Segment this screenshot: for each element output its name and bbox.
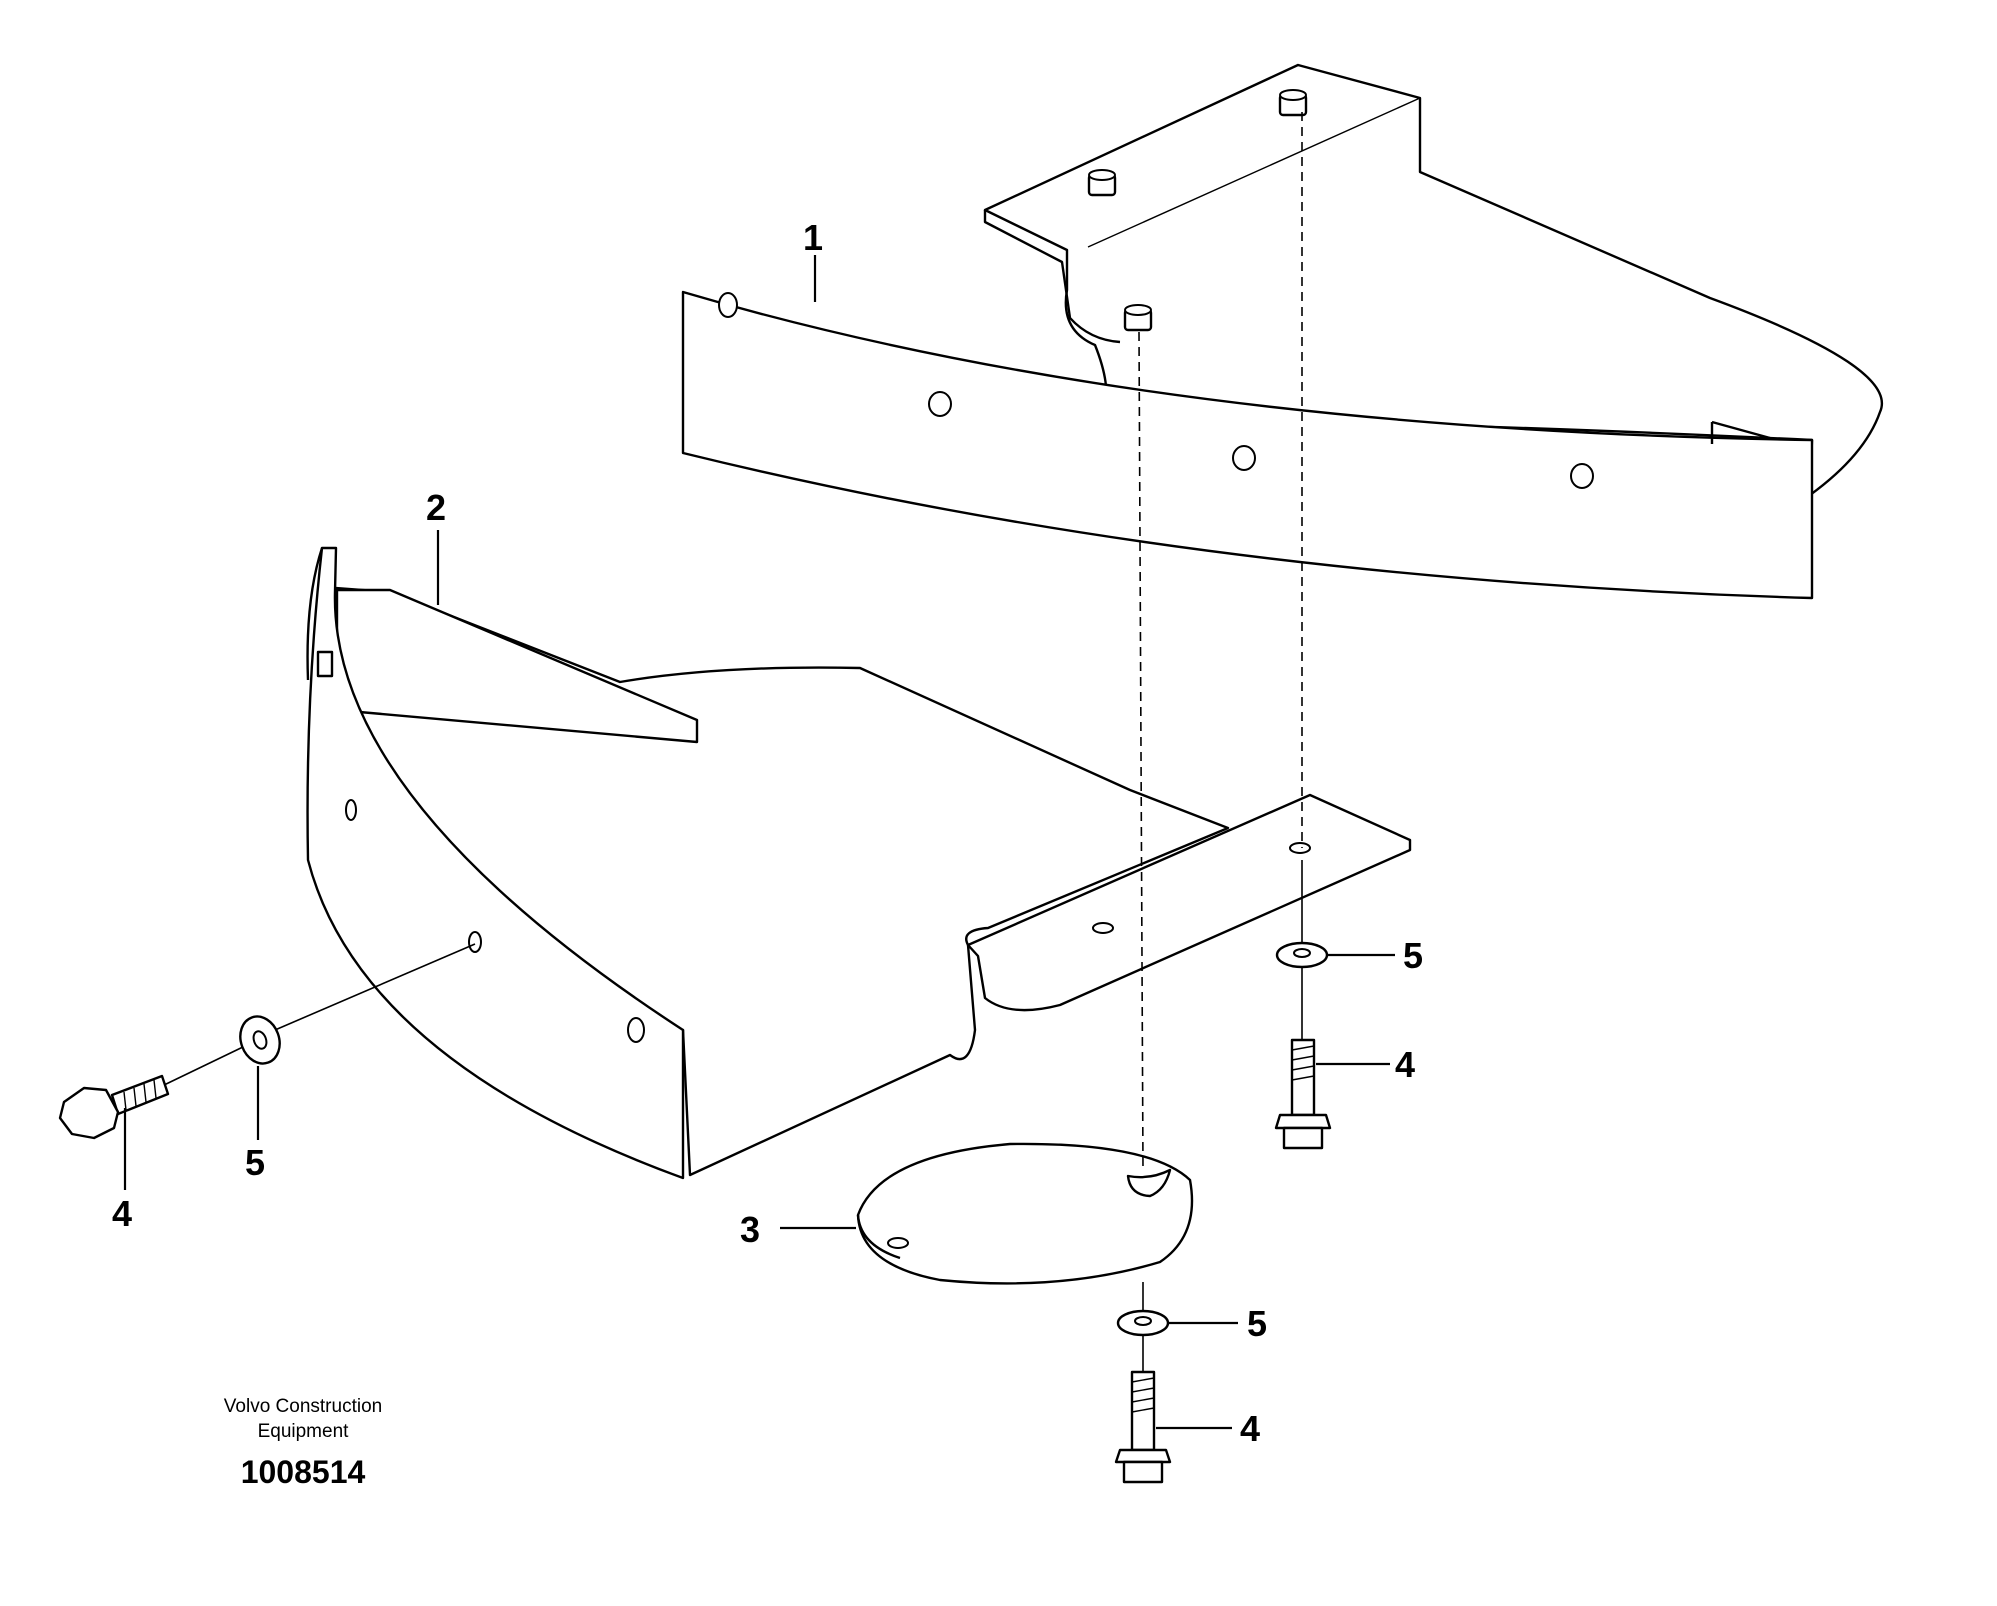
mounting-hole — [1570, 463, 1594, 489]
callout-4-right: 4 — [1395, 1044, 1415, 1085]
callout-4-left: 4 — [112, 1193, 132, 1234]
mounting-hole — [887, 1237, 909, 1249]
washer-left — [239, 1015, 281, 1065]
bolt-left — [58, 1074, 170, 1140]
part-2-side-wall — [306, 546, 685, 1180]
callout-2: 2 — [426, 487, 446, 528]
callout-5-bottom: 5 — [1247, 1303, 1267, 1344]
callout-1: 1 — [803, 217, 823, 258]
part-1-top-plate — [983, 63, 1883, 497]
mounting-hole — [1092, 922, 1114, 934]
washer-right — [1275, 941, 1329, 969]
captive-nut — [1087, 169, 1117, 197]
document-number: 1008514 — [241, 1454, 366, 1490]
bolt-right — [1274, 1038, 1332, 1150]
part-1-upper-guard — [681, 63, 1883, 600]
assembly-lines — [161, 112, 1303, 1372]
callout-5-right: 5 — [1403, 935, 1423, 976]
leader-lines — [123, 255, 1395, 1430]
caption-line-2: Equipment — [258, 1421, 350, 1442]
part-1-front-band — [681, 290, 1814, 600]
mounting-hole — [1289, 842, 1311, 854]
part-2-lower-guard — [306, 546, 1412, 1180]
mounting-hole — [345, 799, 357, 821]
bolt-bottom — [1114, 1370, 1172, 1484]
caption-line-1: Volvo Construction — [224, 1396, 382, 1417]
captive-nut — [1123, 304, 1153, 332]
washer-bottom — [1116, 1309, 1170, 1337]
mounting-hole — [928, 391, 952, 417]
mounting-hole — [468, 931, 482, 953]
callout-5-left: 5 — [245, 1142, 265, 1183]
mounting-hole — [718, 292, 738, 318]
callout-3: 3 — [740, 1209, 760, 1250]
captive-nut — [1278, 89, 1308, 117]
part-3-round-cover — [856, 1142, 1194, 1285]
mounting-hole — [1232, 445, 1256, 471]
callout-4-bottom: 4 — [1240, 1408, 1260, 1449]
mounting-hole — [627, 1017, 645, 1043]
